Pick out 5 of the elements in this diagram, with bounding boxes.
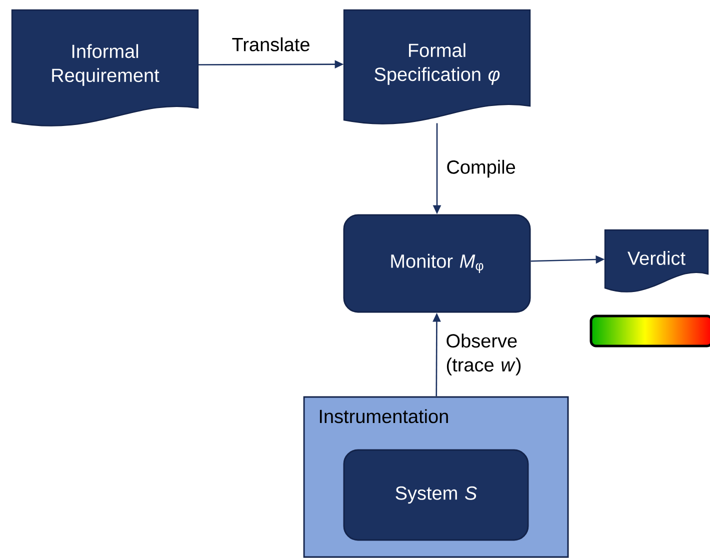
- rounded-box: System S: [343, 449, 529, 541]
- edge-label: Translate: [232, 37, 310, 52]
- edge-label: Compile: [447, 160, 516, 178]
- edge-label: Observe (trace w): [446, 334, 521, 376]
- rounded-box: Monitor M$_{φ}$: [343, 214, 531, 313]
